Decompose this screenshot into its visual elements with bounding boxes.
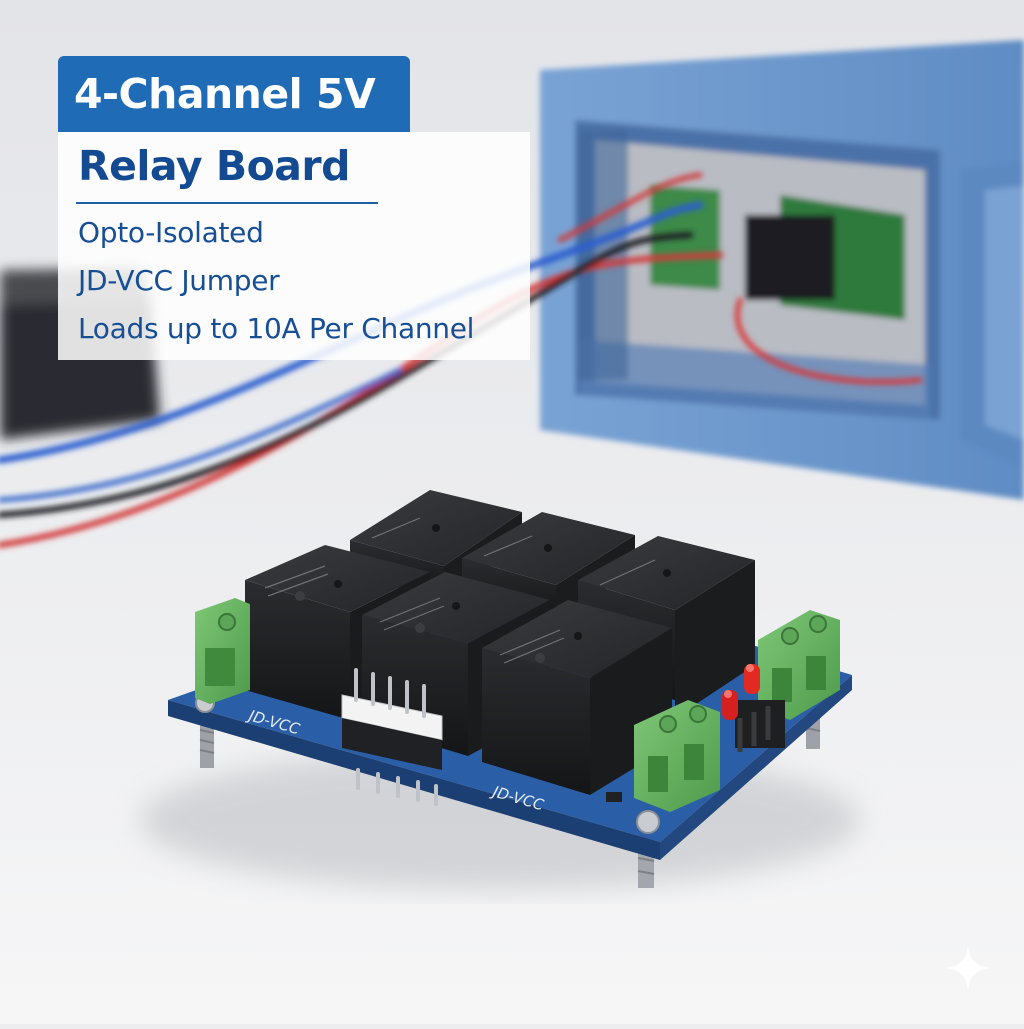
background-enclosure (540, 40, 1024, 500)
feature-load-rating: Loads up to 10A Per Channel (78, 312, 475, 345)
sparkle-icon (946, 946, 990, 990)
header-pins (341, 668, 443, 806)
terminal-block-left (195, 598, 250, 704)
info-panel: Relay Board Opto-Isolated JD-VCC Jumper … (58, 132, 530, 360)
title-divider (76, 202, 378, 204)
terminal-block-right-front (634, 700, 720, 812)
product-subtitle: Relay Board (78, 142, 351, 190)
product-title: 4-Channel 5V (74, 70, 376, 118)
status-leds (606, 664, 785, 802)
feature-jd-vcc-jumper: JD-VCC Jumper (78, 264, 280, 297)
title-banner: 4-Channel 5V (58, 56, 410, 132)
background-cables (0, 172, 923, 548)
feature-opto-isolated: Opto-Isolated (78, 216, 264, 249)
terminal-block-right-back (758, 610, 840, 720)
